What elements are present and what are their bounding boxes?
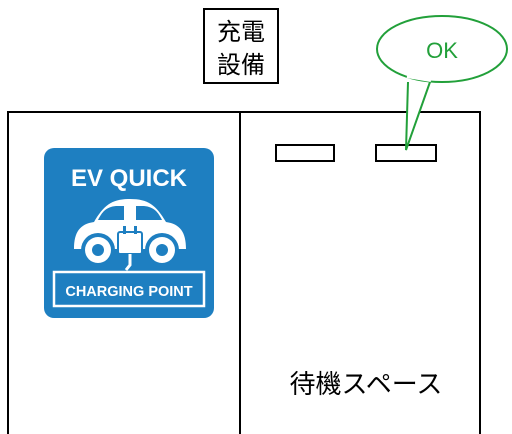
ok-callout: OK xyxy=(376,15,508,151)
ev-sign-inner-frame xyxy=(52,270,206,308)
ev-sign-subtitle: CHARGING POINT xyxy=(65,284,192,300)
callout-text: OK xyxy=(426,38,458,63)
electric-car-plug-icon xyxy=(74,199,186,271)
ev-sign-title: EV QUICK xyxy=(71,165,188,192)
parking-outer-border xyxy=(7,111,481,434)
charger-label-line2: 設備 xyxy=(217,51,265,79)
charger-label-line1: 充電 xyxy=(217,18,265,46)
parking-marker-left xyxy=(275,144,335,162)
callout-pointer xyxy=(405,81,431,151)
waiting-space-label: 待機スペース xyxy=(290,370,443,400)
ev-quick-sign: EV QUICK CHARGING POINT xyxy=(44,148,214,318)
charger-equipment-box: 充電 設備 xyxy=(203,8,279,84)
parking-lot-outline xyxy=(7,111,481,434)
callout-bubble xyxy=(376,15,508,83)
